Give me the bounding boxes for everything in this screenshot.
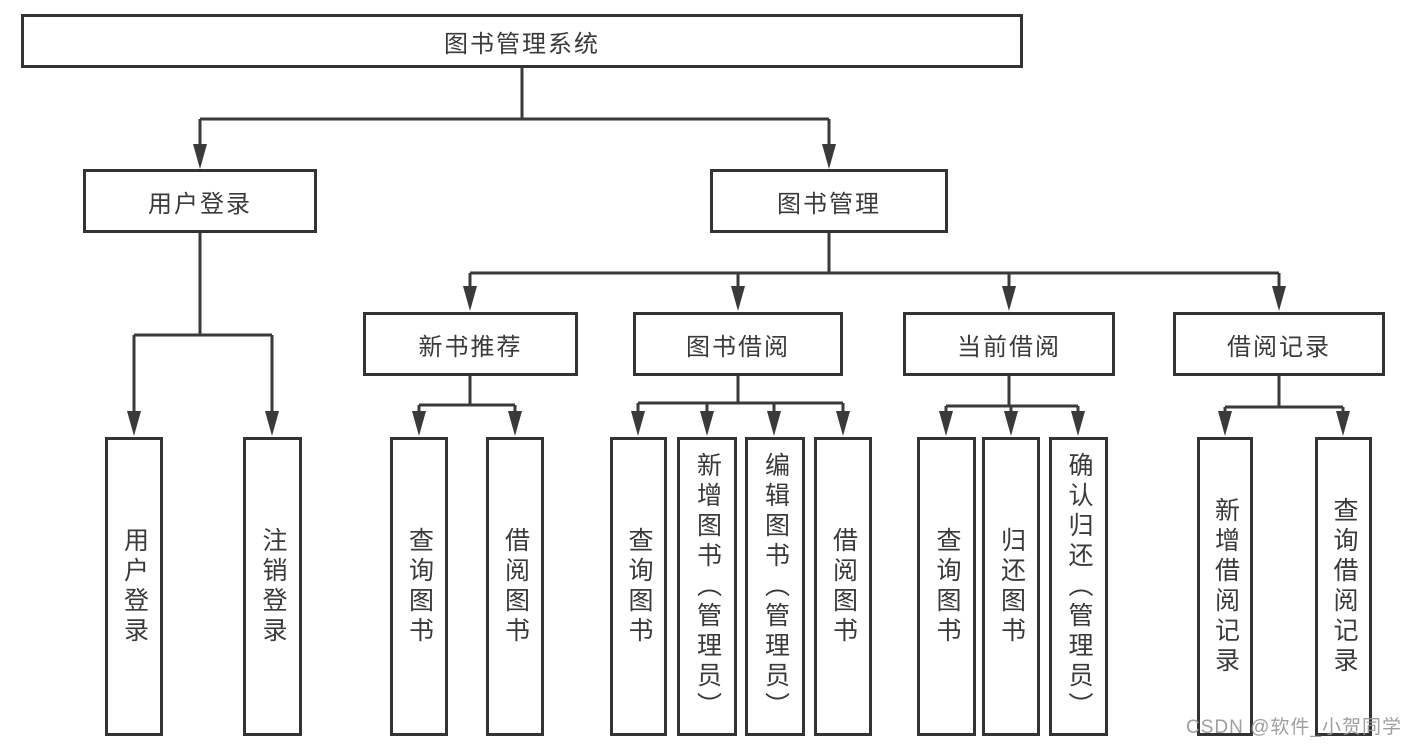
- arrowheads: [127, 144, 1350, 436]
- arrow-down-icon: [127, 411, 141, 436]
- node-label: 新书推荐: [418, 333, 523, 361]
- node-label: 图书借阅: [686, 333, 790, 361]
- node-label: 图书管理系统: [444, 30, 600, 58]
- node-label: 编辑图书（管理员）: [761, 451, 790, 722]
- node-label: 查询图书: [933, 526, 961, 647]
- node-label: 查询图书: [625, 526, 653, 647]
- arrow-down-icon: [193, 144, 207, 169]
- leaf-borrow-book: 借阅图书: [814, 437, 872, 736]
- node-current-borrow: 当前借阅: [903, 312, 1115, 376]
- arrow-down-icon: [412, 411, 426, 436]
- arrow-down-icon: [1004, 411, 1018, 436]
- connector-borrowrecord-children: [1223, 376, 1345, 413]
- arrow-down-icon: [836, 411, 850, 436]
- arrow-down-icon: [1218, 411, 1232, 436]
- arrow-down-icon: [265, 411, 279, 436]
- connector-newbook-children: [417, 376, 517, 413]
- node-label: 借阅记录: [1227, 333, 1331, 361]
- node-label: 注销登录: [259, 526, 287, 647]
- connector-userlogin-children: [132, 233, 274, 413]
- connector-bookmgmt-to-level3: [468, 233, 1281, 287]
- arrow-down-icon: [1336, 411, 1350, 436]
- connector-currentborrow-children: [944, 376, 1080, 413]
- node-borrow-records: 借阅记录: [1173, 312, 1385, 376]
- node-label: 当前借阅: [957, 333, 1061, 361]
- node-new-book-recommend: 新书推荐: [363, 312, 578, 376]
- leaf-return-book: 归还图书: [982, 437, 1040, 736]
- node-label: 借阅图书: [829, 526, 858, 647]
- arrow-down-icon: [1002, 286, 1016, 311]
- node-library-system-root: 图书管理系统: [21, 14, 1023, 68]
- node-user-login: 用户登录: [83, 169, 317, 233]
- arrow-down-icon: [631, 411, 645, 436]
- arrow-down-icon: [700, 411, 714, 436]
- connector-bookborrow-children: [636, 376, 845, 413]
- leaf-confirm-return-admin: 确认归还（管理员）: [1049, 437, 1108, 736]
- arrow-down-icon: [731, 286, 745, 311]
- arrow-down-icon: [1071, 411, 1085, 436]
- leaf-add-borrow-record: 新增借阅记录: [1197, 437, 1253, 736]
- leaf-borrow-book-recommend: 借阅图书: [486, 437, 544, 736]
- node-label: 用户登录: [148, 190, 252, 218]
- leaf-query-book-current: 查询图书: [917, 437, 976, 736]
- node-book-borrow: 图书借阅: [633, 312, 843, 376]
- arrow-down-icon: [939, 411, 953, 436]
- node-label: 查询借阅记录: [1330, 496, 1358, 677]
- leaf-edit-book-admin: 编辑图书（管理员）: [745, 437, 805, 736]
- node-label: 归还图书: [997, 526, 1026, 647]
- arrow-down-icon: [822, 144, 836, 169]
- connector-root-to-level2: [198, 68, 831, 146]
- leaf-add-book-admin: 新增图书（管理员）: [677, 437, 737, 736]
- node-label: 查询图书: [405, 526, 434, 647]
- node-label: 确认归还（管理员）: [1065, 451, 1093, 722]
- node-label: 用户登录: [120, 526, 149, 647]
- arrow-down-icon: [508, 411, 522, 436]
- node-label: 新增借阅记录: [1211, 496, 1240, 677]
- arrow-down-icon: [1272, 286, 1286, 311]
- leaf-query-book-borrow: 查询图书: [610, 437, 667, 736]
- node-label: 新增图书（管理员）: [693, 451, 722, 722]
- node-label: 图书管理: [777, 190, 881, 218]
- leaf-query-borrow-record: 查询借阅记录: [1315, 437, 1372, 736]
- leaf-logout: 注销登录: [243, 437, 302, 736]
- leaf-user-login: 用户登录: [105, 437, 163, 736]
- leaf-query-book-recommend: 查询图书: [390, 437, 448, 736]
- node-book-management: 图书管理: [710, 169, 948, 233]
- csdn-watermark: CSDN @软件_小贺同学: [1186, 717, 1402, 738]
- arrow-down-icon: [767, 411, 781, 436]
- arrow-down-icon: [463, 286, 477, 311]
- node-label: 借阅图书: [501, 526, 530, 647]
